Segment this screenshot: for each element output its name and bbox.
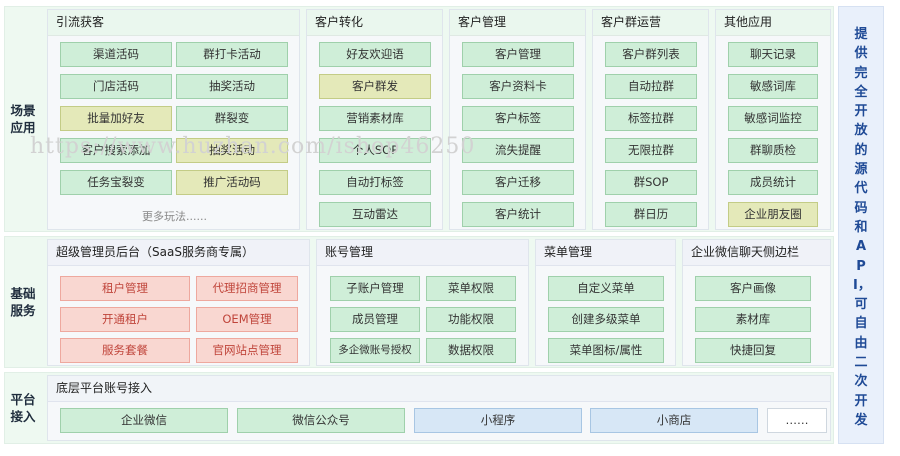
- open-source-text: 提供完全开放的源代码和API，可自由二次开发: [853, 27, 871, 428]
- item-mini-store[interactable]: 小商店: [590, 408, 758, 433]
- item-more[interactable]: ……: [767, 408, 827, 433]
- row-label-scenario: 场景 应用: [10, 103, 36, 135]
- item-multi-menu[interactable]: 创建多级菜单: [548, 307, 664, 332]
- item-service-package[interactable]: 服务套餐: [60, 338, 190, 363]
- panel-title: 引流获客: [48, 10, 299, 36]
- item-tenant-mgmt[interactable]: 租户管理: [60, 276, 190, 301]
- panel-title: 客户转化: [307, 10, 442, 36]
- item-sub-account[interactable]: 子账户管理: [330, 276, 420, 301]
- open-source-bar: 提供完全开放的源代码和API，可自由二次开发: [838, 6, 884, 444]
- panel-account: 账号管理 子账户管理 菜单权限 成员管理 功能权限 多企微账号授权 数据权限: [316, 239, 529, 366]
- item-chat-log[interactable]: 聊天记录: [728, 42, 818, 67]
- panel-title: 客户管理: [450, 10, 585, 36]
- panel-sidebar: 企业微信聊天侧边栏 客户画像 素材库 快捷回复: [682, 239, 831, 366]
- panel-title: 企业微信聊天侧边栏: [683, 240, 830, 266]
- item-unlimited-group[interactable]: 无限拉群: [605, 138, 697, 163]
- more-link[interactable]: 更多玩法......: [142, 210, 207, 223]
- item-task-fission[interactable]: 任务宝裂变: [60, 170, 172, 195]
- item-sensitive-words[interactable]: 敏感词库: [728, 74, 818, 99]
- item-agent-mgmt[interactable]: 代理招商管理: [196, 276, 298, 301]
- item-radar[interactable]: 互动雷达: [319, 202, 431, 227]
- item-lottery-2[interactable]: 抽奖活动: [176, 138, 288, 163]
- item-personal-sop[interactable]: 个人SOP: [319, 138, 431, 163]
- item-auto-group[interactable]: 自动拉群: [605, 74, 697, 99]
- panel-customer: 客户管理 客户管理 客户资料卡 客户标签 流失提醒 客户迁移 客户统计: [449, 9, 586, 230]
- item-data-perm[interactable]: 数据权限: [426, 338, 516, 363]
- item-welcome[interactable]: 好友欢迎语: [319, 42, 431, 67]
- item-quick-reply[interactable]: 快捷回复: [695, 338, 811, 363]
- panel-group: 客户群运营 客户群列表 自动拉群 标签拉群 无限拉群 群SOP 群日历: [592, 9, 709, 230]
- panel-convert: 客户转化 好友欢迎语 客户群发 营销素材库 个人SOP 自动打标签 互动雷达: [306, 9, 443, 230]
- item-oem[interactable]: OEM管理: [196, 307, 298, 332]
- panel-platform: 底层平台账号接入 企业微信 微信公众号 小程序 小商店 ……: [47, 375, 831, 441]
- item-func-perm[interactable]: 功能权限: [426, 307, 516, 332]
- item-customer-mgmt[interactable]: 客户管理: [462, 42, 574, 67]
- item-mini-program[interactable]: 小程序: [414, 408, 582, 433]
- item-group-sop[interactable]: 群SOP: [605, 170, 697, 195]
- item-member-stats[interactable]: 成员统计: [728, 170, 818, 195]
- item-profile-card[interactable]: 客户资料卡: [462, 74, 574, 99]
- item-customer-search[interactable]: 客户搜索添加: [60, 138, 172, 163]
- item-group-list[interactable]: 客户群列表: [605, 42, 697, 67]
- row-label-basic: 基础 服务: [10, 286, 36, 318]
- item-auto-tag[interactable]: 自动打标签: [319, 170, 431, 195]
- item-material-lib[interactable]: 营销素材库: [319, 106, 431, 131]
- panel-admin: 超级管理员后台（SaaS服务商专属） 租户管理 代理招商管理 开通租户 OEM管…: [47, 239, 310, 366]
- item-moments[interactable]: 企业朋友圈: [728, 202, 818, 227]
- panel-title: 其他应用: [716, 10, 830, 36]
- item-customer-stats[interactable]: 客户统计: [462, 202, 574, 227]
- item-chat-qa[interactable]: 群聊质检: [728, 138, 818, 163]
- item-group-fission[interactable]: 群裂变: [176, 106, 288, 131]
- item-word-monitor[interactable]: 敏感词监控: [728, 106, 818, 131]
- item-multi-auth[interactable]: 多企微账号授权: [330, 338, 420, 363]
- panel-title: 超级管理员后台（SaaS服务商专属）: [48, 240, 309, 266]
- item-migration[interactable]: 客户迁移: [462, 170, 574, 195]
- item-store-qrcode[interactable]: 门店活码: [60, 74, 172, 99]
- panel-other: 其他应用 聊天记录 敏感词库 敏感词监控 群聊质检 成员统计 企业朋友圈: [715, 9, 831, 230]
- item-open-tenant[interactable]: 开通租户: [60, 307, 190, 332]
- item-channel-qrcode[interactable]: 渠道活码: [60, 42, 172, 67]
- item-material[interactable]: 素材库: [695, 307, 811, 332]
- panel-menu: 菜单管理 自定义菜单 创建多级菜单 菜单图标/属性: [535, 239, 676, 366]
- panel-title: 账号管理: [317, 240, 528, 266]
- item-wecom[interactable]: 企业微信: [60, 408, 228, 433]
- item-tag-group[interactable]: 标签拉群: [605, 106, 697, 131]
- item-group-calendar[interactable]: 群日历: [605, 202, 697, 227]
- item-promo-code[interactable]: 推广活动码: [176, 170, 288, 195]
- panel-title: 菜单管理: [536, 240, 675, 266]
- panel-lead: 引流获客 渠道活码 群打卡活动 门店活码 抽奖活动 批量加好友 群裂变 客户搜索…: [47, 9, 300, 230]
- row-label-platform: 平台 接入: [10, 392, 36, 424]
- item-member-mgmt[interactable]: 成员管理: [330, 307, 420, 332]
- item-site-mgmt[interactable]: 官网站点管理: [196, 338, 298, 363]
- item-customer-portrait[interactable]: 客户画像: [695, 276, 811, 301]
- panel-title: 底层平台账号接入: [48, 376, 830, 402]
- item-lottery[interactable]: 抽奖活动: [176, 74, 288, 99]
- item-custom-menu[interactable]: 自定义菜单: [548, 276, 664, 301]
- item-menu-perm[interactable]: 菜单权限: [426, 276, 516, 301]
- item-churn-alert[interactable]: 流失提醒: [462, 138, 574, 163]
- item-mass-send[interactable]: 客户群发: [319, 74, 431, 99]
- item-menu-icon[interactable]: 菜单图标/属性: [548, 338, 664, 363]
- item-official-account[interactable]: 微信公众号: [237, 408, 405, 433]
- item-customer-tag[interactable]: 客户标签: [462, 106, 574, 131]
- item-group-checkin[interactable]: 群打卡活动: [176, 42, 288, 67]
- panel-title: 客户群运营: [593, 10, 708, 36]
- item-batch-add[interactable]: 批量加好友: [60, 106, 172, 131]
